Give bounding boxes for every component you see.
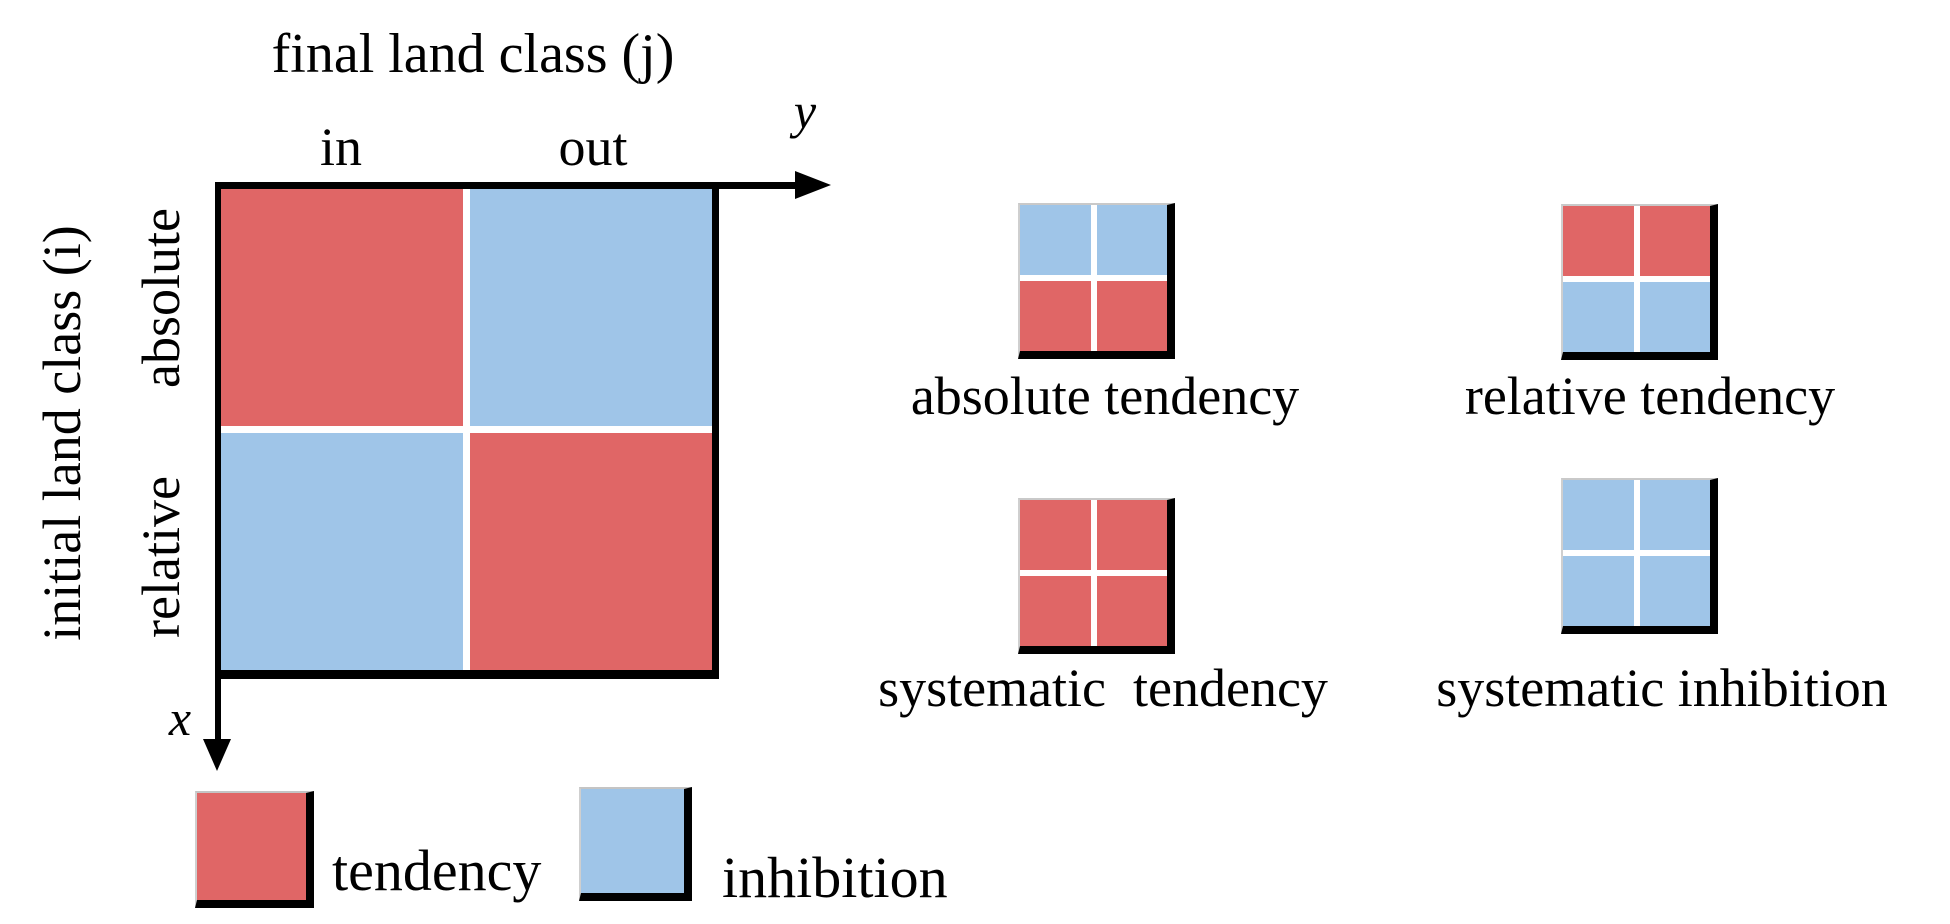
legend-swatch-inhibition: [579, 787, 692, 901]
col-label-in: in: [319, 117, 362, 177]
mini-matrix-systematic-inhibition: [1561, 478, 1718, 634]
mini-cell: [1020, 281, 1091, 351]
matrix-cell-absolute-out: [470, 189, 712, 426]
mini-matrix-systematic-tendency: [1018, 498, 1175, 654]
mini-label-systematic-inhibition: systematic inhibition: [1436, 658, 1888, 718]
mini-matrix-relative-tendency: [1561, 204, 1718, 360]
mini-cell: [1096, 500, 1167, 570]
mini-cell: [1639, 480, 1710, 550]
final-land-class-title: final land class (j): [271, 23, 675, 85]
mini-cell: [1096, 576, 1167, 646]
legend-label-tendency: tendency: [332, 838, 542, 903]
mini-cell: [1096, 205, 1167, 275]
row-label-relative: relative: [131, 476, 191, 638]
mini-cell: [1563, 556, 1634, 626]
x-axis-arrowhead-icon: [203, 739, 231, 771]
mini-cell: [1096, 281, 1167, 351]
row-label-absolute: absolute: [131, 208, 191, 388]
legend-swatch-tendency: [195, 791, 314, 908]
mini-cell: [1020, 576, 1091, 646]
mini-matrix-absolute-tendency: [1018, 203, 1175, 359]
x-axis-label: x: [168, 690, 192, 746]
mini-label-relative-tendency: relative tendency: [1464, 366, 1836, 426]
mini-cell: [1639, 206, 1710, 276]
matrix-cell-absolute-in: [221, 189, 463, 426]
mini-cell: [1020, 500, 1091, 570]
y-axis-arrowhead-icon: [795, 171, 831, 199]
mini-label-systematic-tendency: systematic tendency: [878, 658, 1328, 718]
mini-cell: [1639, 556, 1710, 626]
mini-cell: [1563, 206, 1634, 276]
matrix-cell-relative-out: [470, 433, 712, 670]
mini-cell: [1639, 282, 1710, 352]
legend-label-inhibition: inhibition: [722, 845, 948, 910]
mini-cell: [1563, 282, 1634, 352]
initial-land-class-title: initial land class (i): [32, 225, 92, 641]
matrix-cell-relative-in: [221, 433, 463, 670]
col-label-out: out: [558, 117, 628, 177]
y-axis-label: y: [793, 83, 817, 139]
mini-cell: [1563, 480, 1634, 550]
mini-label-absolute-tendency: absolute tendency: [910, 366, 1300, 426]
main-matrix: [215, 182, 719, 679]
mini-cell: [1020, 205, 1091, 275]
x-axis-line: [215, 679, 221, 741]
